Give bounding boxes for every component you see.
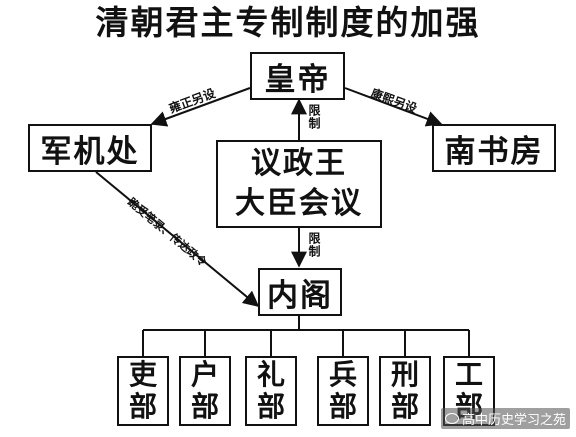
diagram-title: 清朝君主专制制度的加强 [95,3,481,42]
edge-label-restrict-lower: 限制 [307,232,321,258]
ministry-line1: 工 [454,358,483,391]
node-emperor-label: 皇帝 [264,61,331,98]
ministry-line2: 部 [190,390,219,423]
node-council-line2: 大臣会议 [235,186,363,221]
ministry-line1: 礼 [256,358,285,391]
node-deliberative-council: 议政王 大臣会议 [216,140,382,228]
node-grand-council: 军机处 [28,124,152,172]
ministry-line1: 户 [190,358,219,391]
edge-emperor-southern-study [344,87,443,127]
node-grand-council-label: 军机处 [40,133,140,170]
edge-grand-council-secretariat [95,171,260,308]
node-grand-secretariat: 内阁 [258,268,342,316]
node-grand-secretariat-label: 内阁 [267,277,333,314]
ministry-line2: 部 [328,390,357,423]
node-ministry: 刑 部 [379,356,431,426]
wechat-icon [444,413,459,424]
edge-emperor-grand-council [150,87,251,127]
watermark: 高中历史学习之苑 [440,408,570,429]
watermark-text: 高中历史学习之苑 [461,413,566,428]
node-ministry: 礼 部 [245,356,297,426]
node-ministry: 户 部 [179,356,231,426]
edge-label-restrict-upper: 限制 [307,104,321,130]
ministry-line1: 刑 [390,358,419,391]
ministry-line1: 吏 [128,358,157,391]
ministry-line2: 部 [390,390,419,423]
node-ministry: 兵 部 [317,356,369,426]
node-southern-study: 南书房 [432,124,556,172]
node-southern-study-label: 南书房 [444,133,544,170]
node-council-line1: 议政王 [251,146,347,181]
ministry-line2: 部 [256,390,285,423]
ministry-line1: 兵 [328,358,357,391]
ministry-line2: 部 [128,390,157,423]
node-ministry: 吏 部 [117,356,169,426]
node-emperor: 皇帝 [250,52,345,100]
